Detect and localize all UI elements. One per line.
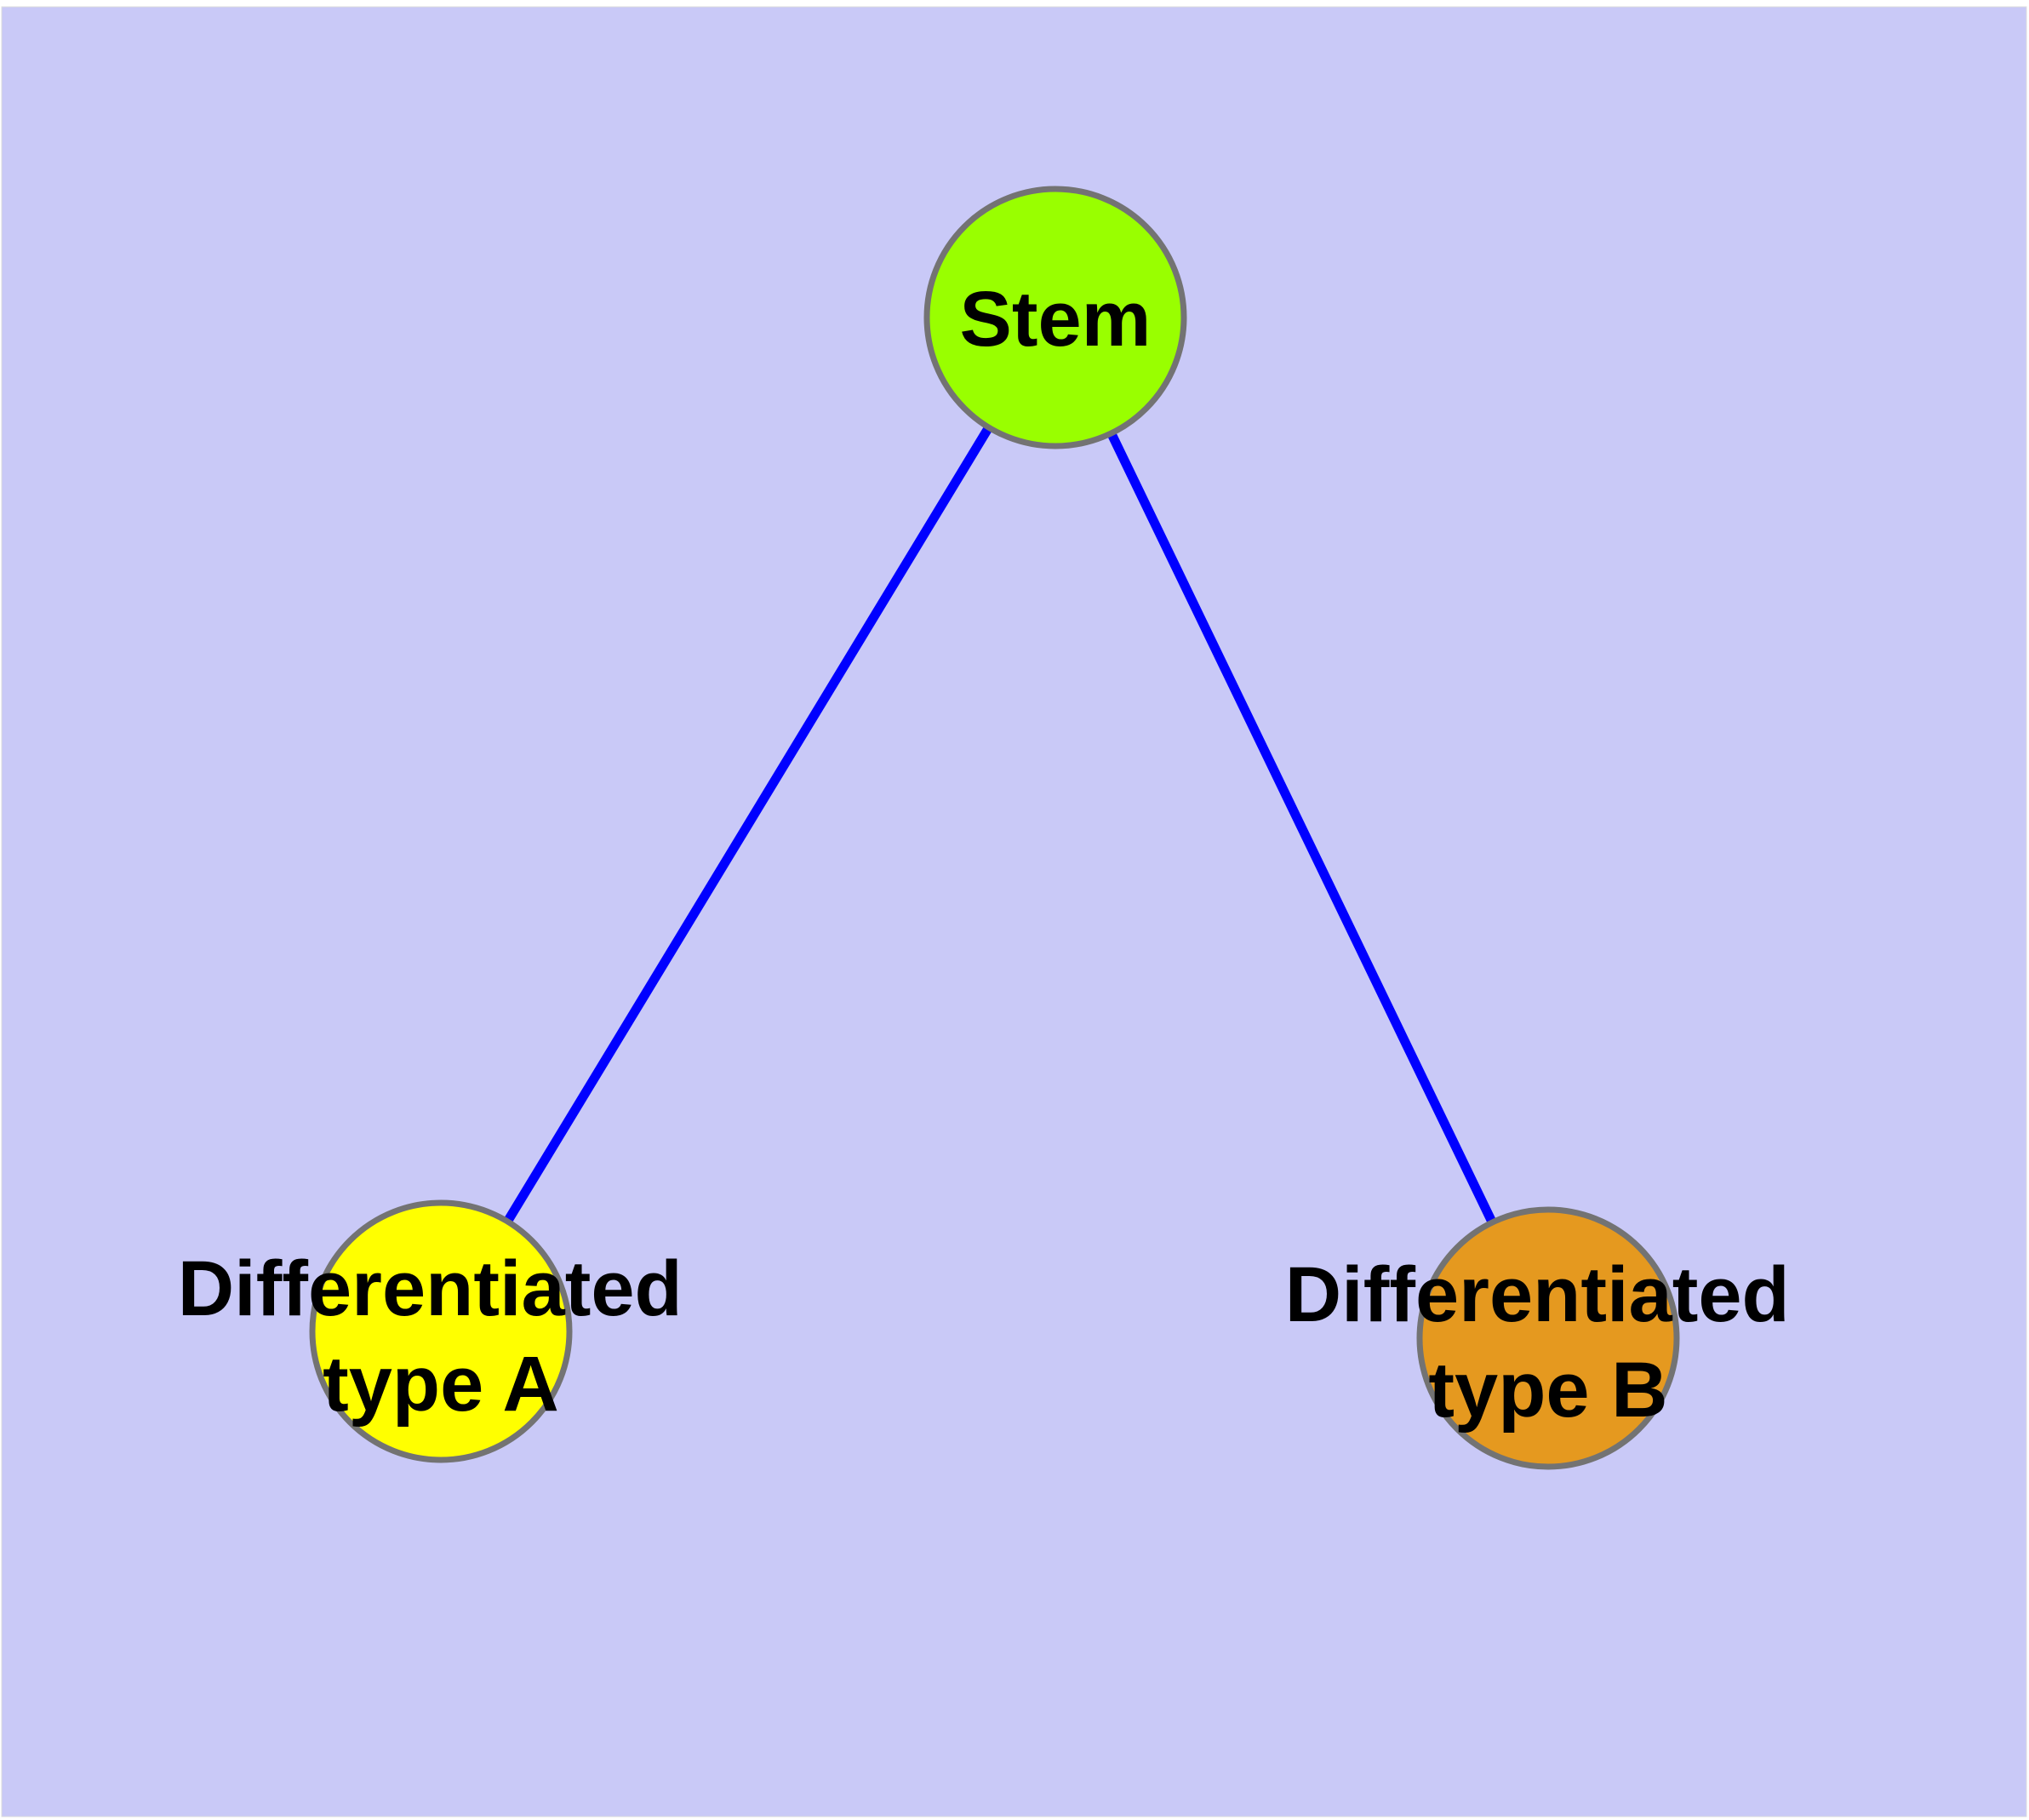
node-type-b-label: Differentiated type B: [1285, 1251, 1812, 1434]
node-stem-label: Stem: [960, 276, 1152, 363]
node-type-b: [1416, 1206, 1680, 1470]
edge-stem-to-type-a: [437, 315, 1060, 1334]
node-type-a-label-line2: type A: [323, 1341, 559, 1428]
node-type-a: [309, 1199, 573, 1463]
edge-stem-to-type-b: [1051, 315, 1552, 1341]
node-stem: [923, 186, 1187, 449]
node-type-a-label: Differentiated type A: [178, 1245, 705, 1428]
node-type-b-label-line1: Differentiated: [1285, 1251, 1790, 1338]
node-type-b-label-line2: type B: [1428, 1347, 1667, 1434]
node-type-a-label-line1: Differentiated: [178, 1245, 683, 1332]
